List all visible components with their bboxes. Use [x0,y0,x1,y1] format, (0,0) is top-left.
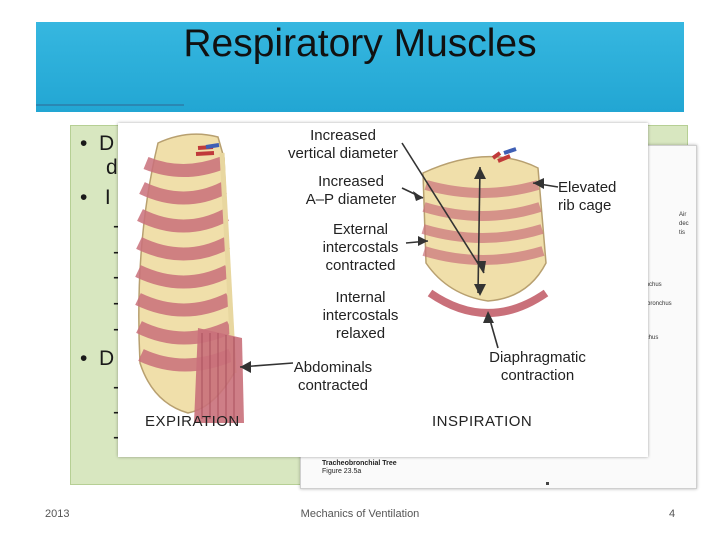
arrowheads [240,167,544,373]
figure-snippet: dec [679,221,689,227]
bullet-text: D [99,347,115,370]
label-increased-vertical-diameter: Increased vertical diameter [287,127,399,162]
label-external-intercostals: External intercostals contracted [322,221,399,274]
footer-page-number: 4 [669,508,676,520]
sub-dash: - [113,266,120,288]
footer-title: Mechanics of Ventilation [300,508,420,520]
label-abdominals: Abdominals contracted [293,359,373,394]
label-inspiration: INSPIRATION [432,413,533,430]
figure-marker [546,482,549,485]
sub-dash: - [113,376,120,398]
title-bar [36,22,684,112]
bullet-text: I [104,186,111,209]
bullet-2: • I [80,187,111,209]
sub-dash: - [113,401,120,423]
figure-snippet: bronchus [637,282,662,288]
bullet-3: • D [80,348,114,370]
sub-dash: - [113,292,120,314]
bullet-marker: • [80,132,88,155]
label-expiration: EXPIRATION [145,413,240,430]
sub-dash: - [113,241,120,263]
sub-dash: - [113,318,120,340]
bullet-marker: • [80,347,88,370]
label-diaphragmatic-contraction: Diaphragmatic contraction [489,349,586,384]
slide-title: Respiratory Muscles [183,22,537,65]
ribcage-illustration [135,133,559,423]
figure-snippet: ary bronchus [637,301,672,307]
sub-dash: - [113,426,120,448]
sub-dash: - [113,215,120,237]
label-internal-intercostals: Internal intercostals relaxed [322,289,399,342]
figure-snippet: tis [679,230,685,236]
figure-snippet: Air [679,212,687,218]
bullet-marker: • [80,186,88,209]
title-underline [36,104,184,106]
caption-title: Tracheobronchial Tree [322,460,397,467]
ventilation-figure: Increased vertical diameter Increased A–… [118,123,648,457]
bullet-1-continuation: d [106,156,118,179]
inspiration-ribcage [421,147,549,317]
caption-figure: Figure 23.5a [322,468,362,475]
label-increased-ap-diameter: Increased A–P diameter [305,173,397,208]
footer-date: 2013 [45,508,70,520]
back-figure-caption: Tracheobronchial Tree Figure 23.5a [322,460,397,476]
expiration-ribcage [135,133,244,423]
label-elevated-rib-cage: Elevated rib cage [558,179,617,214]
bullet-1: • D [80,133,114,155]
bullet-text: D [99,132,115,155]
